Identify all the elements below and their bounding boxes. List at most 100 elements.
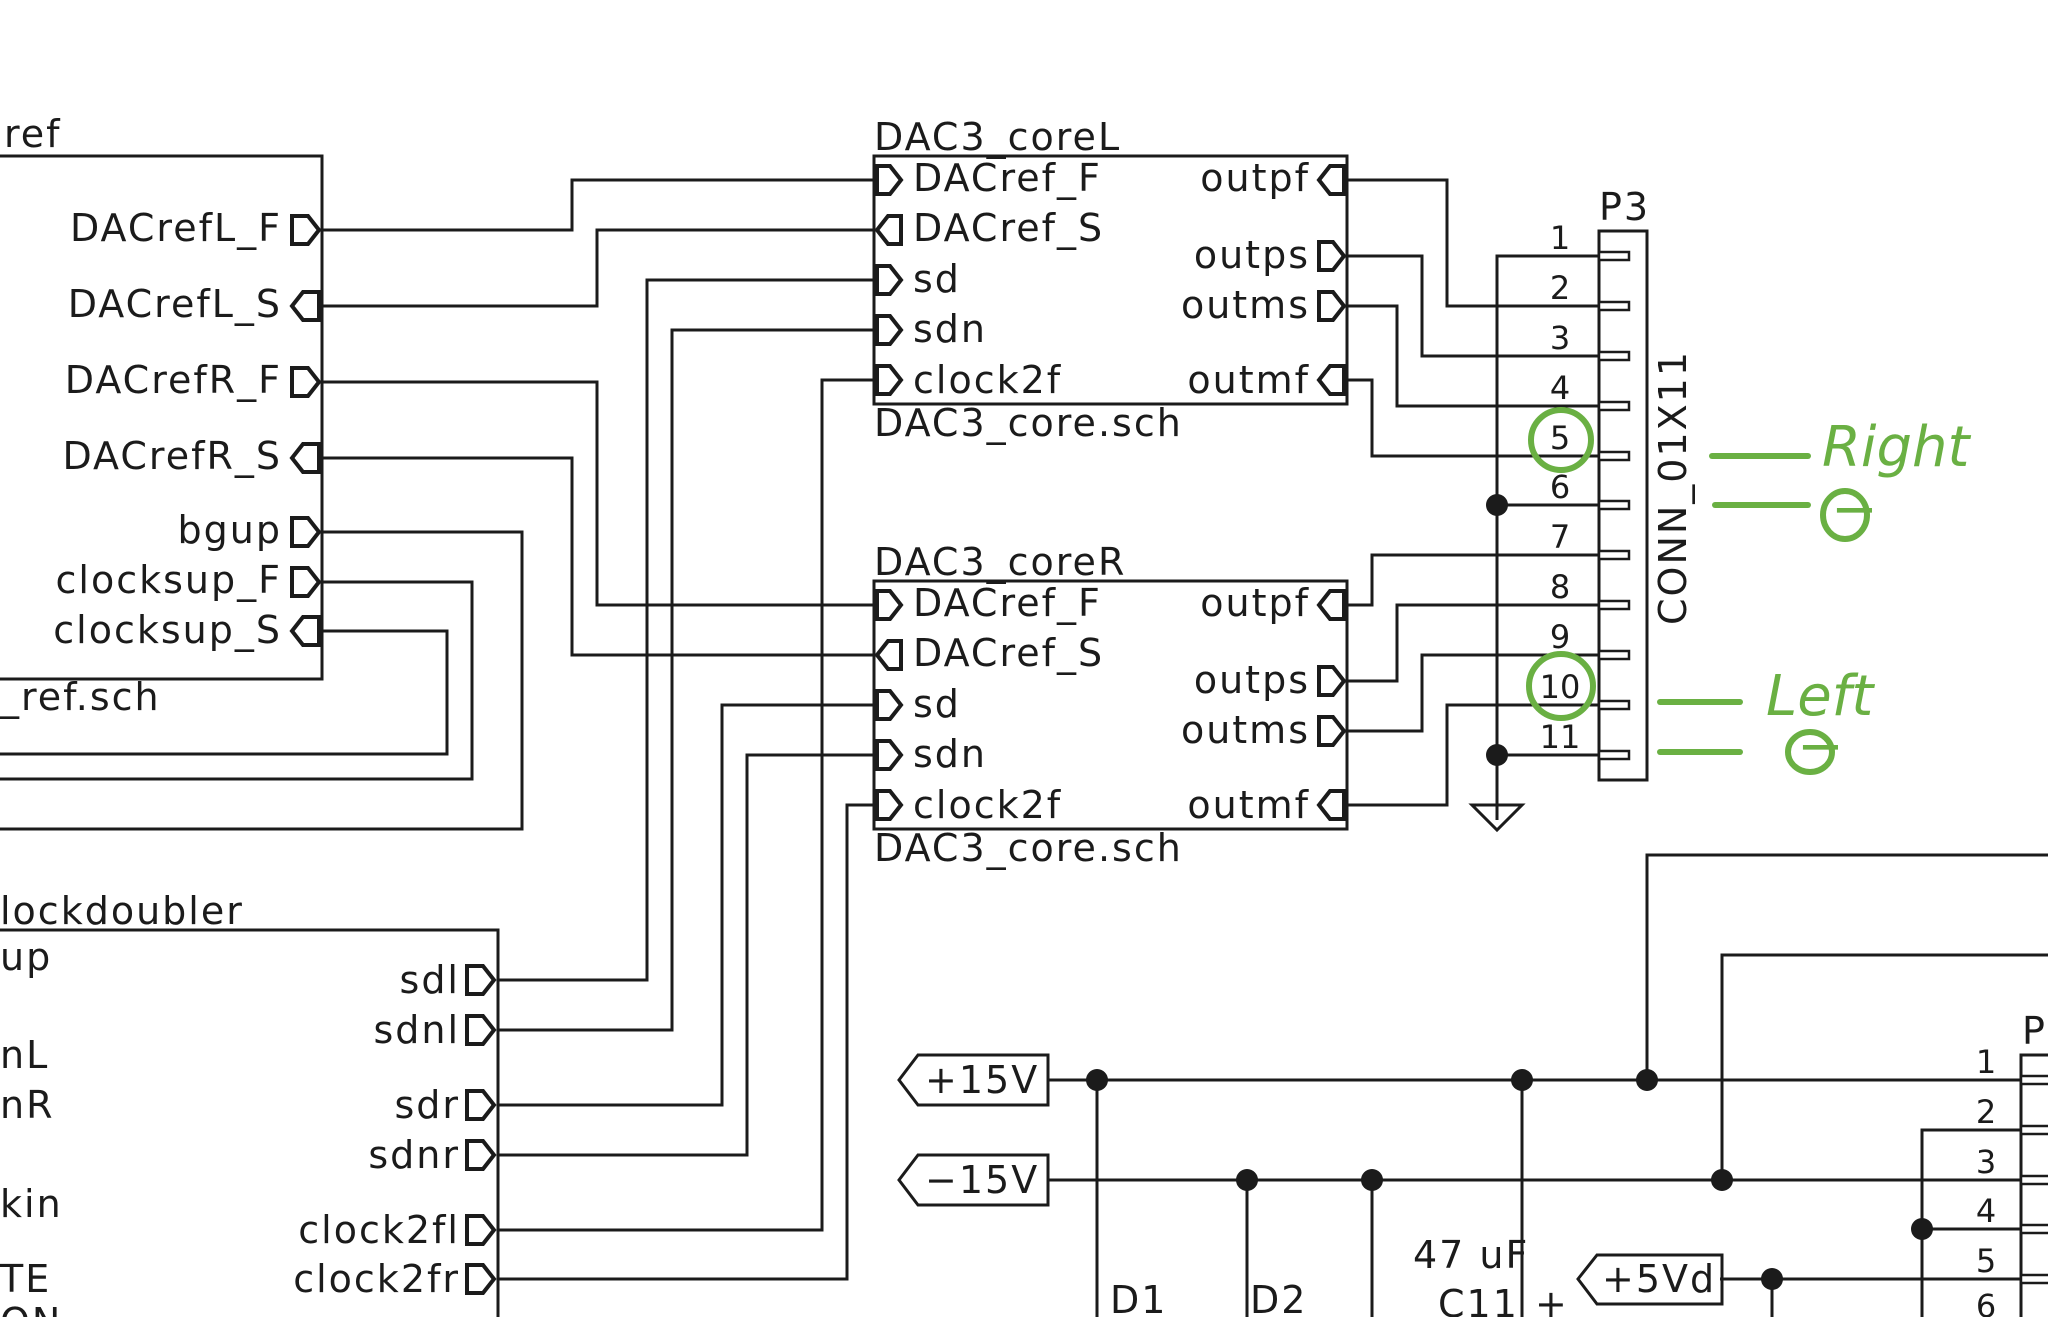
clockdoubler-label-up: up — [0, 935, 52, 979]
connector-p-right[interactable]: P 1 2 3 4 5 6 — [1976, 1009, 2048, 1317]
pin-input-arrow-icon — [1316, 789, 1346, 821]
pin-label-outmf: outmf — [1187, 358, 1310, 402]
pin-label-outpf: outpf — [1200, 581, 1310, 625]
component-d1-ref[interactable]: D1 — [1110, 1278, 1167, 1317]
pin-output-arrow-icon — [465, 964, 497, 996]
pin-input-arrow-icon — [875, 264, 904, 296]
junction-dot-icon — [1711, 1169, 1733, 1191]
p-pin-number: 1 — [1976, 1043, 1996, 1081]
clockdoubler-label-te: TE — [0, 1257, 51, 1301]
pin-output-arrow-icon — [290, 366, 322, 398]
annotations: Right − Left − — [1526, 407, 1972, 779]
pin-output-arrow-icon — [465, 1089, 497, 1121]
component-c11-value[interactable]: 47 uF — [1413, 1233, 1529, 1277]
pin-label-dacref-s: DACref_S — [913, 206, 1104, 250]
pin-label-dacrefr-s: DACrefR_S — [62, 434, 282, 478]
pin-label-bgup: bgup — [178, 508, 282, 552]
pin-label-sdnl: sdnl — [373, 1008, 460, 1052]
power-label-plus5vd[interactable]: +5Vd — [1576, 1253, 1724, 1306]
pin-label-clocksup-f: clocksup_F — [56, 558, 282, 602]
pin-input-arrow-icon — [289, 615, 321, 647]
pin-input-arrow-icon — [1316, 364, 1346, 396]
component-c11-ref[interactable]: C11 — [1438, 1282, 1519, 1317]
p3-pin-number: 6 — [1550, 468, 1570, 506]
clockdoubler-label-nr: nR — [0, 1083, 55, 1127]
clockdoubler-label-kin: kin — [0, 1182, 63, 1226]
pin-input-arrow-icon — [875, 589, 904, 621]
sheet-core-r-file: DAC3_core.sch — [874, 826, 1183, 870]
pin-label-clock2f: clock2f — [913, 358, 1062, 402]
p-pin-number: 4 — [1976, 1192, 1996, 1230]
pin-input-arrow-icon — [875, 739, 904, 771]
pin-label-clock2fl: clock2fl — [298, 1208, 460, 1252]
pin-output-arrow-icon — [465, 1263, 497, 1295]
pin-label-clock2fr: clock2fr — [293, 1257, 460, 1301]
power-plus5vd-text: +5Vd — [1602, 1257, 1716, 1301]
pin-input-arrow-icon — [289, 290, 321, 322]
pin-label-sdn: sdn — [913, 307, 987, 351]
power-label-minus15v[interactable]: −15V — [897, 1153, 1050, 1207]
pin-label-outms: outms — [1181, 708, 1310, 752]
clockdoubler-label-on: ON — [0, 1300, 62, 1317]
junction-dot-icon — [1486, 744, 1508, 766]
p3-pin-number: 9 — [1550, 618, 1570, 656]
pin-input-arrow-icon — [1316, 589, 1346, 621]
pin-output-arrow-icon — [290, 516, 322, 548]
sheet-core-r-name: DAC3_coreR — [874, 540, 1126, 584]
pin-label-dacrefr-f: DACrefR_F — [65, 358, 282, 402]
p-pin-number: 3 — [1976, 1143, 1996, 1181]
components: D1 D2 47 uF C11 + — [1110, 1233, 1567, 1317]
pin-output-arrow-icon — [1317, 715, 1347, 747]
connector-p3[interactable]: P3 CONN_01X11 1 2 3 4 5 6 7 8 9 10 11 — [1540, 185, 1695, 782]
pin-output-arrow-icon — [1317, 240, 1347, 272]
component-d2-ref[interactable]: D2 — [1250, 1278, 1307, 1317]
annotation-minus-text: − — [1831, 477, 1878, 542]
junction-dot-icon — [1086, 1069, 1108, 1091]
annotation-circle-minus-icon — [1785, 729, 1835, 775]
pin-label-outps: outps — [1194, 233, 1310, 277]
pin-label-sdnr: sdnr — [368, 1133, 460, 1177]
pin-label-clocksup-s: clocksup_S — [53, 608, 282, 652]
power-minus15v-text: −15V — [925, 1158, 1039, 1202]
sheet-clockdoubler-name: lockdoubler — [0, 889, 244, 933]
connector-p-ref: P — [2022, 1009, 2047, 1053]
pin-input-arrow-icon — [875, 689, 904, 721]
pin-label-dacref-f: DACref_F — [913, 156, 1102, 200]
sheet-dac3-core-r[interactable]: DAC3_coreR DAC3_core.sch DACref_F DACref… — [872, 540, 1349, 870]
pin-label-outmf: outmf — [1187, 783, 1310, 827]
junction-dot-icon — [1486, 494, 1508, 516]
sheet-dac3-core-l[interactable]: DAC3_coreL DAC3_core.sch DACref_F DACref… — [872, 115, 1349, 445]
annotation-circle-minus-icon — [1820, 488, 1870, 542]
p3-pin-number: 5 — [1550, 419, 1570, 457]
power-label-plus15v[interactable]: +15V — [897, 1053, 1050, 1107]
pin-input-arrow-icon — [1316, 164, 1346, 196]
p-pin-number: 5 — [1976, 1242, 1996, 1280]
p3-pin-number: 1 — [1550, 219, 1570, 257]
pin-label-dacrefl-s: DACrefL_S — [68, 282, 282, 326]
junction-dot-icon — [1911, 1218, 1933, 1240]
pin-input-arrow-icon — [875, 789, 904, 821]
junction-dot-icon — [1236, 1169, 1258, 1191]
pin-input-arrow-icon — [289, 442, 321, 474]
annotation-minus-text: − — [1797, 714, 1844, 779]
pin-output-arrow-icon — [1317, 665, 1347, 697]
annotation-right-text: Right — [1822, 415, 1972, 480]
p-pin-number: 6 — [1976, 1287, 1996, 1317]
junction-dot-icon — [1361, 1169, 1383, 1191]
sheet-clockdoubler[interactable]: lockdoubler up nL nR kin TE ON sdl sdnl … — [0, 889, 500, 1317]
p3-pin-number: 4 — [1550, 369, 1570, 407]
sheet-dac-ref[interactable]: ref _ref.sch DACrefL_F DACrefL_S DACrefR… — [0, 112, 324, 719]
junction-dot-icon — [1761, 1268, 1783, 1290]
sheet-dac-ref-name: ref — [4, 112, 62, 156]
connector-p3-value: CONN_01X11 — [1651, 350, 1695, 625]
pin-label-dacrefl-f: DACrefL_F — [70, 206, 282, 250]
pin-output-arrow-icon — [290, 566, 322, 598]
p3-pin-number: 8 — [1550, 568, 1570, 606]
pin-output-arrow-icon — [290, 214, 322, 246]
annotation-circle-pin5-icon — [1528, 407, 1594, 473]
ground-symbol-icon[interactable] — [1468, 803, 1526, 833]
annotation-circle-pin10-icon — [1526, 651, 1596, 721]
pin-output-arrow-icon — [465, 1214, 497, 1246]
connector-p-pins — [2019, 1074, 2048, 1285]
